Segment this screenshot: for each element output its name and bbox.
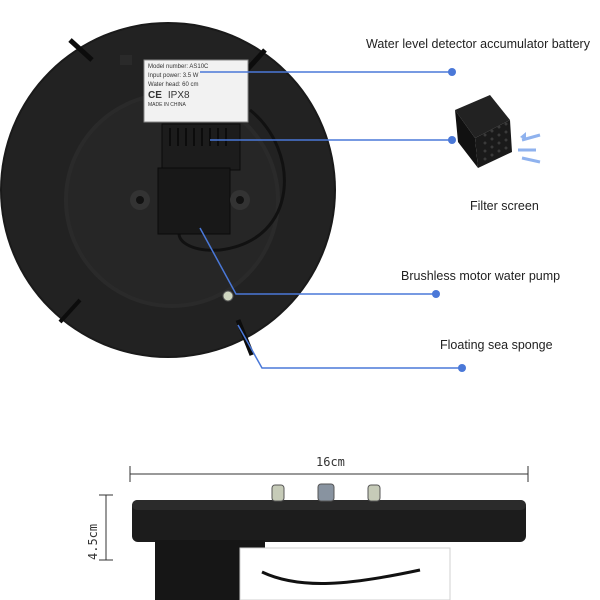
spec-model: Model number: AS10C	[148, 64, 209, 70]
spec-label-text: Model number: AS10C Input power: 3.5 W W…	[148, 63, 244, 109]
spec-power: Input power: 3.5 W	[148, 73, 199, 79]
fountain-bottom-view	[0, 22, 336, 358]
spec-label	[143, 59, 249, 123]
callout-pump: Brushless motor water pump	[401, 269, 561, 283]
filter-screen-illustration	[455, 95, 541, 168]
spec-origin: MADE IN CHINA	[148, 102, 186, 108]
callout-filter: Filter screen	[470, 199, 539, 213]
spec-ipx: IPX8	[167, 90, 190, 101]
spec-head: Water head: 60 cm	[148, 82, 199, 88]
dimension-width: 16cm	[316, 455, 345, 469]
callout-battery: Water level detector accumulator battery	[366, 37, 590, 51]
leader-lines	[199, 71, 462, 369]
spec-ce: CE	[148, 90, 162, 101]
callout-sponge: Floating sea sponge	[440, 338, 553, 352]
dimension-height: 4.5cm	[86, 523, 100, 560]
leader-dots	[432, 68, 466, 372]
fountain-side-view	[99, 466, 529, 600]
